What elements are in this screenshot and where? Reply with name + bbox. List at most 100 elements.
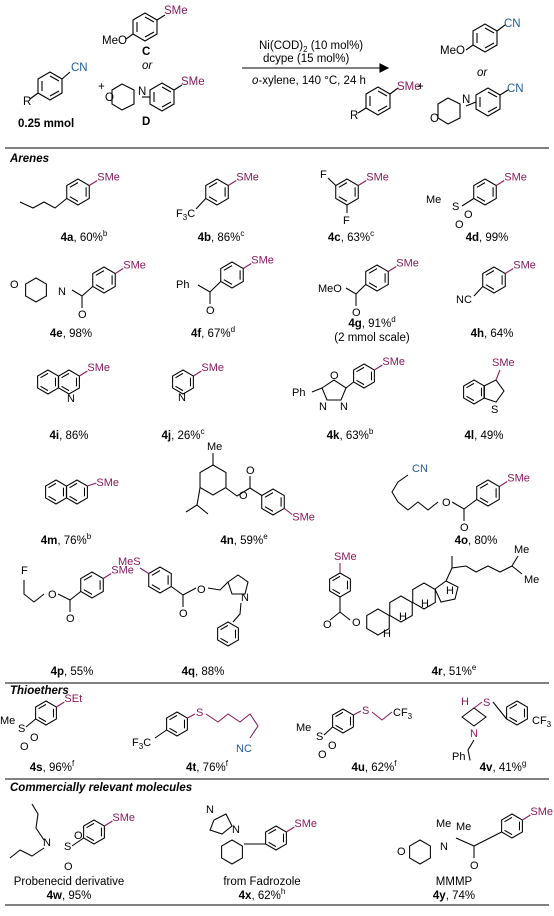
s-bond: [358, 181, 366, 186]
caption-4r: 4r, 51%e: [432, 663, 477, 678]
morpholine-o-label-4y: O: [397, 846, 406, 858]
s-label-4v: S: [483, 697, 490, 709]
nitrile-label-4o: CN: [412, 463, 428, 475]
compound-id: 4g: [348, 318, 361, 330]
or-label-left: or: [142, 60, 153, 72]
compound-yield: , 60%: [73, 232, 102, 244]
pyridine-n-label-4j: N: [178, 392, 186, 404]
fluorine-label-4c-1: F: [320, 169, 327, 181]
fluorine-label-4c-2: F: [343, 215, 350, 227]
sme-label-4m: SMe: [96, 477, 119, 489]
s-bond: [505, 269, 513, 274]
section-header-arenes: Arenes: [9, 153, 49, 165]
compound-id: 4i: [49, 430, 59, 442]
compound-yield: , 64%: [484, 328, 513, 340]
benzyl-link-4v: [468, 740, 474, 760]
menthyl-me-label-4n: Me: [207, 441, 222, 453]
sme-group-label: SMe: [366, 172, 389, 184]
nitrile-bond-4h: [474, 287, 483, 297]
caption-4o: 4o, 80%: [455, 535, 498, 547]
caption-4g: 4g, 91%d: [348, 315, 395, 330]
imidazole-ring-4x: [210, 814, 232, 834]
sme-label-4i: SMe: [87, 362, 110, 374]
byproduct-1-meo-label: MeO: [440, 45, 465, 57]
sulfone-o2-label-4s: O: [30, 732, 39, 744]
reagent-c-letter: C: [142, 46, 150, 58]
sme-label-4r: SMe: [334, 551, 357, 563]
azetidine-ring-4v: [462, 708, 486, 726]
section-header-thioethers: Thioethers: [10, 685, 69, 697]
tetrahydro-ring-4x: [222, 840, 243, 864]
reactant-amount: 0.25 mmol: [18, 118, 74, 130]
caption-4t: 4t, 76%f: [186, 759, 229, 774]
yield-footnote: e: [263, 532, 268, 541]
s-bond: [499, 482, 507, 487]
yield-footnote: b: [103, 229, 108, 238]
s-bond-4q: [140, 568, 149, 574]
caption-4h: 4h, 64%: [471, 328, 514, 340]
compound-yield: , 98%: [63, 328, 92, 340]
s-bond-4j: [193, 371, 201, 376]
ester-bond-4o: [452, 500, 477, 510]
plus-sign-2: +: [417, 81, 424, 93]
compound-yield: , 86%: [211, 232, 240, 244]
carbonyl-o-label-4p: O: [66, 613, 75, 625]
sme-group-label: SMe: [513, 260, 536, 272]
ester-bond-4g: [346, 285, 366, 295]
compound-id: 4u: [351, 762, 364, 774]
yield-footnote: h: [281, 887, 285, 896]
sulfone-s-label-4s: S: [18, 723, 25, 735]
s-bond: [388, 267, 396, 272]
morpholine-byproduct: [438, 98, 460, 124]
compound-id: 4a: [61, 232, 74, 244]
ester-o-label-4r: O: [352, 617, 361, 629]
yield-footnote: e: [472, 663, 477, 672]
compound-yield: , 88%: [195, 666, 224, 678]
section-header-commercial: Commercially relevant molecules: [10, 782, 192, 794]
compound-id: 4q: [182, 666, 195, 678]
compound-yield: , 99%: [479, 232, 508, 244]
compound-id: 4v: [480, 762, 493, 774]
morpholine-4e: [26, 278, 47, 302]
compound-yield: , 80%: [468, 535, 497, 547]
s-label-4t: S: [196, 707, 203, 719]
so2-bond-4d: [462, 199, 474, 207]
butyl-chain-4a: [20, 199, 67, 209]
nitrile-label-4h: NC: [456, 294, 472, 306]
isopropyl-4n: [186, 488, 200, 512]
plus-sign-1: +: [98, 81, 105, 93]
carbonyl-o-label-4y: O: [470, 860, 479, 872]
compound-yield: , 96%: [43, 762, 72, 774]
fluorine-label-4p: F: [21, 565, 28, 577]
s-bond: [56, 702, 64, 707]
caption-4l: 4l, 49%: [464, 430, 503, 442]
compound-id: 4m: [41, 535, 58, 547]
compound-yield: , 41%: [492, 762, 521, 774]
aryl-bond-4n: [250, 488, 262, 496]
yield-footnote: c: [370, 229, 374, 238]
morpholine-4y: [410, 840, 431, 864]
reagent-d-o-label: O: [105, 92, 114, 104]
ketone-bond-4y: [474, 832, 502, 846]
sulfone-s-label-4u: S: [316, 731, 323, 743]
byproduct-1-cn-label: CN: [504, 18, 521, 30]
compound-id: 4f: [191, 328, 201, 340]
carbonyl-o-label-4r: O: [323, 619, 332, 631]
reagent-c-sme-label: SMe: [164, 5, 188, 17]
reaction-scheme: [30, 13, 508, 124]
carbonyl-o-label-4n: O: [246, 465, 255, 477]
side-chain-4r: [446, 566, 522, 581]
sulfone-me-label-4d: Me: [426, 194, 441, 206]
phenyl-label-4k: Ph: [292, 387, 305, 399]
menthyl-ring-4n: [200, 465, 226, 495]
cf3-label-4u: CF3: [393, 707, 413, 721]
hexyl-chain-4t: [206, 714, 258, 738]
sulfone-o2-label-4d: O: [464, 209, 473, 221]
cf3-bond-4t: [155, 730, 167, 738]
sme-group-label: SMe: [294, 818, 317, 830]
sulfonamide-o2-label-4w: O: [74, 830, 83, 842]
note-2mmol-scale: (2 mmol scale): [334, 332, 410, 344]
s-bond: [243, 264, 251, 269]
compound-yield: , 49%: [474, 430, 503, 442]
